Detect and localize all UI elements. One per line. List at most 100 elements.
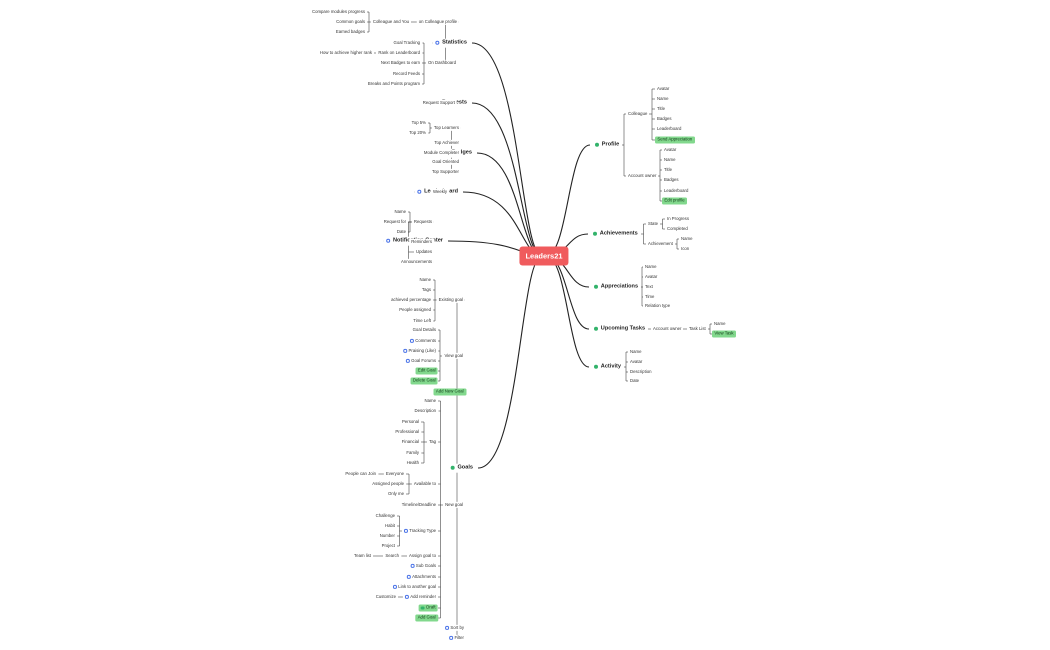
node-title[interactable]: Title [655, 105, 667, 113]
root-node[interactable]: Leaders21 [519, 246, 569, 266]
node-title[interactable]: Title [662, 166, 674, 174]
branch-activity[interactable]: Activity [591, 362, 624, 372]
node-available-to[interactable]: Available to [411, 480, 438, 488]
node-personal[interactable]: Personal [400, 418, 421, 426]
node-edit-profile[interactable]: Edit profile [662, 197, 688, 205]
node-people-can-join[interactable]: People can Join [343, 470, 378, 478]
node-badges[interactable]: Badges [655, 115, 674, 123]
node-updates[interactable]: Updates [413, 248, 434, 256]
node-name[interactable]: Name [679, 235, 695, 243]
node-name[interactable]: Name [417, 276, 433, 284]
node-task-list[interactable]: Task List [687, 325, 708, 333]
node-habit[interactable]: Habit [382, 522, 397, 530]
branch-achievements[interactable]: Achievements [590, 229, 641, 239]
node-challenge[interactable]: Challenge [373, 512, 397, 520]
node-attachments[interactable]: Attachments [404, 573, 438, 581]
node-financial[interactable]: Financial [399, 438, 421, 446]
node-team-list[interactable]: Team list [352, 552, 373, 560]
node-new-goal[interactable]: New goal [443, 501, 465, 509]
node-assign-goal-to[interactable]: Assign goal to [407, 552, 438, 560]
node-colleague[interactable]: Colleague [626, 110, 650, 118]
node-date[interactable]: Date [628, 377, 642, 385]
node-praising-like[interactable]: Praising (Like) [401, 347, 438, 355]
node-reminders[interactable]: Reminders [409, 238, 434, 246]
node-goal-oriented[interactable]: Goal Oriented [430, 158, 461, 166]
node-goal-tracking[interactable]: Goal Tracking [391, 39, 422, 47]
node-link-to-another-goal[interactable]: Link to another goal [390, 583, 438, 591]
node-achieved-percentage[interactable]: achieved percentage [389, 296, 433, 304]
node-next-badges-to-earn[interactable]: Next Badges to earn [378, 59, 422, 67]
node-rank-on-leaderboard[interactable]: Rank on Leaderboard [376, 49, 422, 57]
node-module-completer[interactable]: Module Completer [421, 149, 461, 157]
node-avatar[interactable]: Avatar [628, 358, 645, 366]
node-account-owner[interactable]: Account owner [626, 172, 659, 180]
branch-upcoming-tasks[interactable]: Upcoming Tasks [591, 324, 649, 334]
node-name[interactable]: Name [712, 320, 728, 328]
node-badges[interactable]: Badges [662, 176, 681, 184]
node-icon[interactable]: Icon [679, 245, 692, 253]
node-timeline-deadline[interactable]: Timeline/Deadline [399, 501, 438, 509]
node-tags[interactable]: Tags [419, 286, 433, 294]
node-top-achiever[interactable]: Top Achiever [432, 139, 461, 147]
branch-profile[interactable]: Profile [592, 140, 623, 150]
node-name[interactable]: Name [662, 156, 678, 164]
node-send-appreciation[interactable]: Send Appreciation [655, 136, 695, 144]
node-relation-type[interactable]: Relation type [643, 302, 673, 310]
node-leaderboard[interactable]: Leaderboard [662, 187, 691, 195]
node-in-progress[interactable]: In Progress [665, 215, 691, 223]
node-delete-goal[interactable]: Delete Goal [410, 377, 438, 385]
node-edit-goal[interactable]: Edit Goal [415, 367, 438, 375]
node-how-to-achieve-higher-rank[interactable]: How to achieve higher rank [317, 49, 374, 57]
node-common-goals[interactable]: Common goals [334, 18, 367, 26]
node-view-goal[interactable]: View goal [442, 352, 465, 360]
node-goal-forums[interactable]: Goal Forums [403, 357, 438, 365]
node-sort-by[interactable]: Sort by [443, 624, 466, 632]
node-on-colleague-profile[interactable]: on Colleague profile [416, 18, 459, 26]
node-tracking-type[interactable]: Tracking Type [401, 527, 438, 535]
node-description[interactable]: Description [412, 407, 438, 415]
node-text[interactable]: Text [643, 283, 655, 291]
node-sub-goals[interactable]: Sub Goals [408, 562, 438, 570]
node-top-supporter[interactable]: Top Supporter [430, 168, 461, 176]
node-health[interactable]: Health [404, 459, 421, 467]
node-top-learners[interactable]: Top Learners [431, 124, 461, 132]
node-number[interactable]: Number [377, 532, 397, 540]
node-leaderboard[interactable]: Leaderboard [655, 125, 684, 133]
node-add-goal[interactable]: Add Goal [415, 614, 438, 622]
node-name[interactable]: Name [655, 95, 671, 103]
node-avatar[interactable]: Avatar [662, 146, 679, 154]
node-weekly[interactable]: Weekly [430, 188, 449, 196]
node-announcements[interactable]: Announcements [398, 258, 434, 266]
node-record-feeds[interactable]: Record Feeds [391, 70, 422, 78]
branch-statistics[interactable]: Statistics [432, 38, 470, 48]
node-everyone[interactable]: Everyone [383, 470, 406, 478]
node-customize[interactable]: Customize [373, 593, 398, 601]
node-top-5[interactable]: Top 5% [409, 119, 428, 127]
node-requests[interactable]: Requests [411, 218, 434, 226]
node-search[interactable]: Search [383, 552, 401, 560]
node-comments[interactable]: Comments [407, 337, 438, 345]
node-view-task[interactable]: View Task [712, 330, 736, 338]
node-time[interactable]: Time [643, 293, 657, 301]
node-completed[interactable]: Completed [665, 225, 690, 233]
node-on-dashboard[interactable]: On Dashboard [426, 59, 458, 67]
node-state[interactable]: State [646, 220, 661, 228]
node-colleague-and-you[interactable]: Colleague and You [370, 18, 411, 26]
node-project[interactable]: Project [379, 542, 397, 550]
node-family[interactable]: Family [404, 449, 421, 457]
node-only-me[interactable]: Only me [386, 490, 406, 498]
node-breaks-and-points-program[interactable]: Breaks and Points program [365, 80, 422, 88]
node-name[interactable]: Name [628, 348, 644, 356]
node-name[interactable]: Name [643, 263, 659, 271]
node-existing-goal[interactable]: Existing goal [436, 296, 465, 304]
branch-appreciations[interactable]: Appreciations [591, 282, 642, 292]
node-name[interactable]: Name [392, 208, 408, 216]
node-name[interactable]: Name [422, 397, 438, 405]
node-avatar[interactable]: Avatar [643, 273, 660, 281]
node-earned-badges[interactable]: Earned badges [333, 28, 367, 36]
node-achievement[interactable]: Achievement [646, 240, 675, 248]
node-filter[interactable]: Filter [447, 634, 466, 642]
node-description[interactable]: Description [628, 368, 654, 376]
node-add-new-goal[interactable]: Add New Goal [433, 388, 466, 396]
node-avatar[interactable]: Avatar [655, 85, 672, 93]
